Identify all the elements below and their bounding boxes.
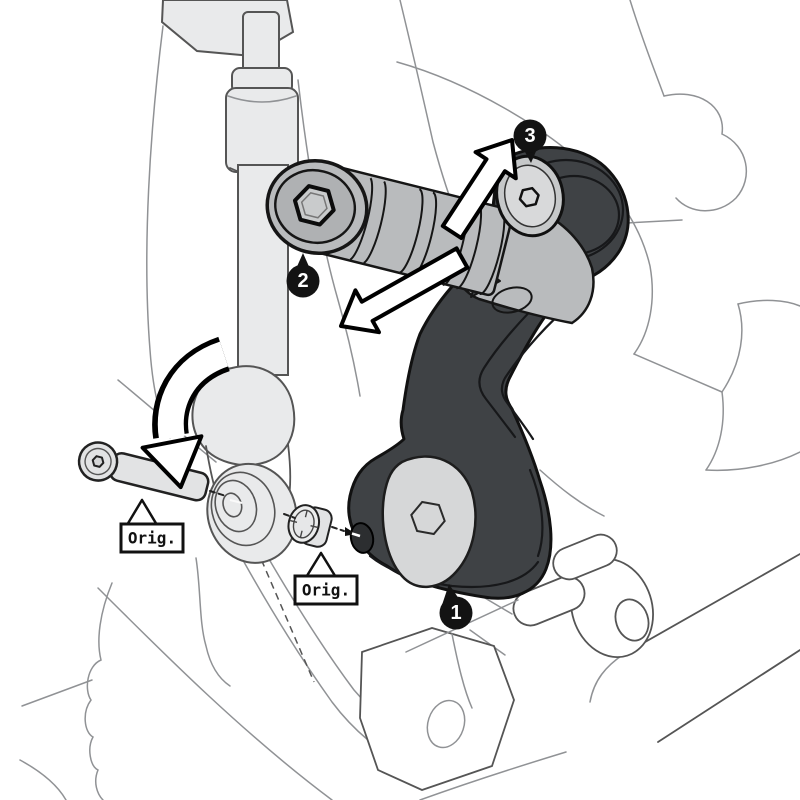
orig-label-1: Orig. [119, 498, 185, 554]
background-engine-lineart [19, 0, 800, 800]
linkage-cylinder [225, 87, 299, 173]
orig-label-2: Orig. [293, 551, 359, 606]
orig-label-text: Orig. [302, 581, 350, 600]
arrow-curved-down-icon [140, 336, 231, 490]
orig-label-text: Orig. [128, 529, 176, 548]
pivot-bolt-hex [518, 186, 540, 208]
dashed-axis-line [209, 490, 361, 538]
boss-hex-hole [410, 500, 446, 536]
callout-number: 2 [297, 270, 308, 292]
arrow-up-right-icon [440, 138, 518, 240]
arrow-down-left-icon [339, 246, 470, 335]
spacer-washer [287, 504, 333, 548]
callout-badge-1: 1 [439, 584, 473, 630]
linkage-stem [242, 11, 280, 73]
callout-badge-3: 3 [513, 119, 547, 163]
clevis-oval-hole [491, 286, 533, 314]
bolt-hex-socket [91, 455, 105, 468]
shift-linkage [160, 0, 299, 564]
callout-number: 3 [524, 125, 535, 147]
direction-arrows [140, 138, 518, 490]
boss-side-hole [349, 522, 375, 554]
callout-number: 1 [450, 602, 461, 624]
pivot-boss [206, 462, 298, 564]
callout-badge-2: 2 [286, 253, 320, 298]
